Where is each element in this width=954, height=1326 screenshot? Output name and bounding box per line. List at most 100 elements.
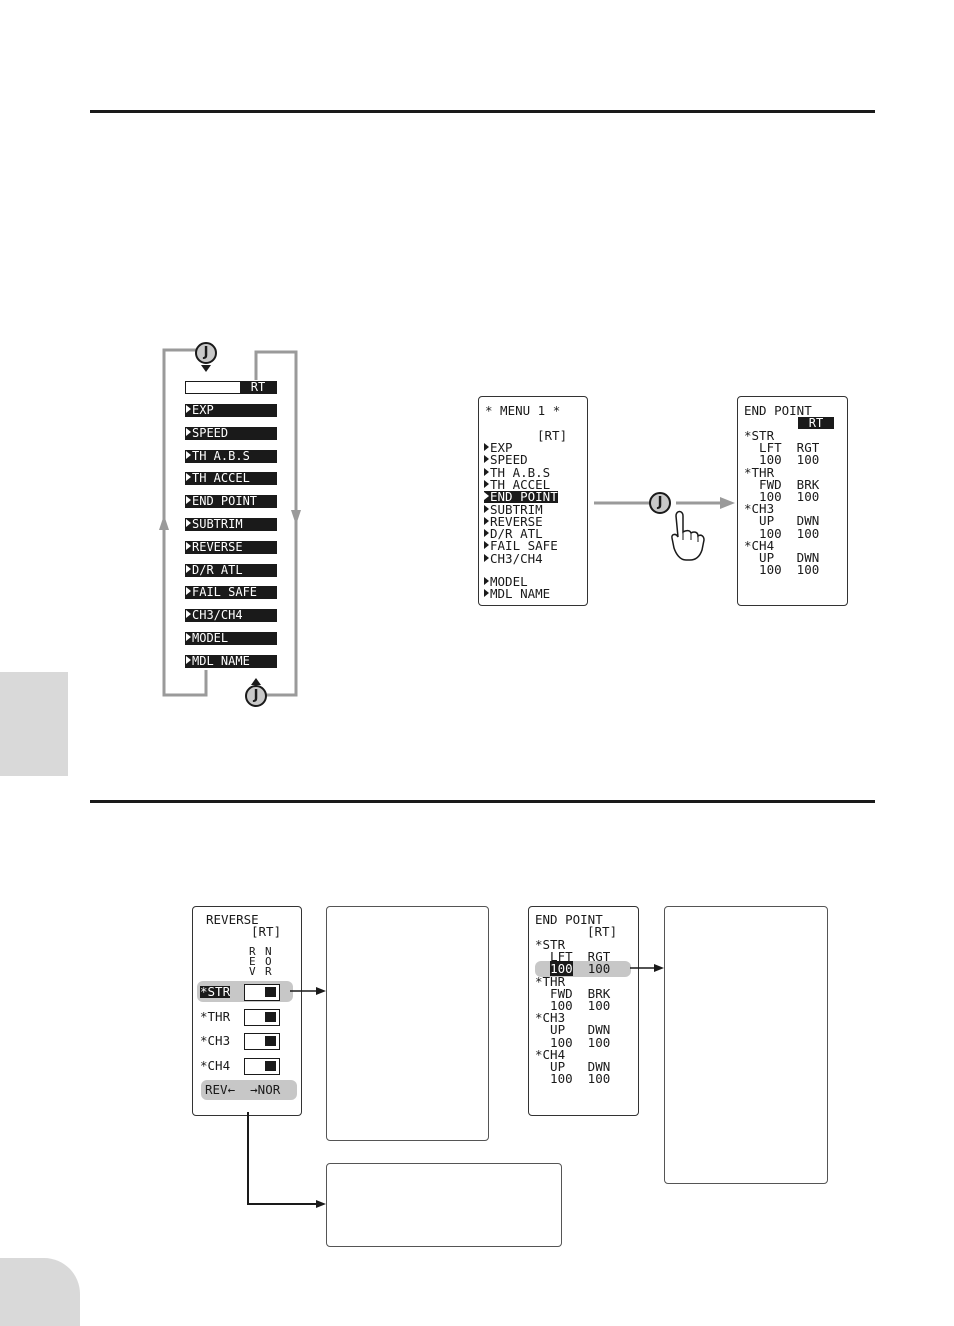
menu-strip-item: SUBTRIM (185, 518, 277, 531)
menu1-item-label: SPEED (490, 452, 528, 468)
reverse-footer: REV← →NOR (205, 1082, 281, 1097)
endpoint-value: 100 (572, 961, 611, 977)
menu-strip-item-label: REVERSE (192, 540, 243, 554)
arrow-icon (186, 655, 191, 664)
endpoint-bottom-line: *CH3 (535, 1010, 566, 1026)
menu1-title: * MENU 1 * (485, 403, 561, 418)
menu-strip-item-label: TH A.B.S (192, 449, 250, 463)
reverse-channel-label: *CH4 (200, 1057, 231, 1073)
endpoint-line: FWD BRK (744, 476, 820, 492)
menu-strip-item: MDL NAME (185, 654, 277, 668)
menu-strip-item: D/R ATL (185, 563, 277, 577)
menu1-item: EXP (484, 440, 513, 455)
jog-button-bottom-icon: J (245, 685, 267, 707)
menu-strip-item-label: D/R ATL (192, 563, 243, 577)
arrow-icon (186, 564, 191, 573)
endpoint-bottom-model: [RT] (587, 924, 618, 939)
endpoint-line: 100 100 (744, 525, 820, 541)
arrow-icon (186, 587, 191, 596)
endpoint-line: 100 100 (744, 489, 820, 504)
endpoint-line: UP DWN (744, 550, 820, 565)
arrow-icon (484, 529, 489, 538)
menu1-item-label: REVERSE (490, 513, 543, 529)
menu-strip-item-label: MDL NAME (192, 654, 250, 668)
menu-strip-header: RT (185, 381, 277, 394)
reverse-footer-note-box (326, 1163, 562, 1247)
arrow-icon (186, 541, 191, 550)
endpoint-line: *THR (744, 464, 775, 480)
reverse-callout-arrows (247, 987, 326, 1208)
endpoint-note-box (664, 906, 828, 1184)
menu-strip-item-label: SPEED (192, 426, 229, 440)
switch-knob (265, 1011, 276, 1022)
menu1-item-label: FAIL SAFE (490, 538, 558, 554)
arrow-icon (186, 610, 191, 619)
menu-strip-item-label: END POINT (192, 495, 258, 509)
menu-strip-model: RT (240, 381, 276, 394)
arrow-icon (484, 479, 489, 488)
reverse-screen: REVERSE [RT] R E V N O R *STR*THR*CH3*CH… (192, 906, 302, 1116)
endpoint-bottom-line: 100 100 (535, 1034, 611, 1050)
endpoint-bottom-line: *CH4 (535, 1046, 566, 1062)
menu1-item: CH3/CH4 (484, 552, 543, 565)
reverse-channel-label: *THR (200, 1008, 231, 1024)
menu1-item-label: MDL NAME (490, 586, 551, 602)
hand-press-icon (672, 512, 702, 562)
arrow-icon (186, 473, 191, 482)
menu1-item: END POINT (484, 489, 558, 505)
endpoint-bottom-line: FWD BRK (535, 985, 611, 1001)
menu1-item: MDL NAME (484, 588, 550, 600)
menu-strip-item-label: EXP (192, 404, 214, 417)
arrow-icon (484, 467, 489, 476)
reverse-channel-label: *STR (200, 984, 231, 999)
menu1-item-label: END POINT (490, 489, 558, 505)
section-rule-top (90, 110, 875, 113)
reverse-switch[interactable] (244, 1057, 280, 1075)
page-corner-tab (0, 1258, 80, 1326)
menu-strip-item-label: FAIL SAFE (192, 586, 258, 600)
col-nor: N O R (265, 945, 272, 978)
menu-strip-item: CH3/CH4 (185, 609, 277, 623)
arrow-icon (484, 455, 489, 464)
endpoint-bottom-line: 100 100 (535, 998, 611, 1013)
menu1-item: SPEED (484, 454, 528, 466)
endpoint-bottom-line: 100 100 (535, 961, 611, 977)
switch-knob (265, 1060, 276, 1071)
endpoint-bottom-line: 100 100 (535, 1071, 611, 1087)
menu1-item: FAIL SAFE (484, 540, 558, 552)
jog-button-top-icon: J (195, 342, 217, 364)
menu1-item-label: D/R ATL (490, 526, 543, 542)
endpoint-screen-bottom: END POINT [RT] *STR LFT RGT 100 100*THR … (528, 906, 639, 1116)
switch-knob (265, 1036, 276, 1046)
arrow-icon (484, 492, 489, 501)
endpoint-line: *CH4 (744, 537, 775, 553)
endpoint-line: 100 100 (744, 562, 820, 578)
menu-strip-item: EXP (185, 404, 277, 417)
arrow-icon (484, 443, 489, 451)
menu-strip-item: TH A.B.S (185, 449, 277, 463)
endpoint-line: UP DWN (744, 513, 820, 529)
menu1-item: TH ACCEL (484, 478, 550, 491)
menu1-item-label: EXP (490, 440, 513, 455)
arrow-icon (186, 427, 191, 436)
endpoint-model: RT (798, 417, 834, 429)
arrow-icon (186, 405, 191, 413)
reverse-switch[interactable] (244, 1033, 280, 1050)
menu1-item-label: TH A.B.S (490, 464, 551, 480)
arrow-icon (484, 504, 489, 513)
menu-strip-item-label: CH3/CH4 (192, 609, 243, 623)
reverse-model: [RT] (251, 924, 282, 939)
endpoint-bottom-line: UP DWN (535, 1059, 611, 1074)
arrow-icon (484, 516, 489, 525)
endpoint-bottom-line: *THR (535, 973, 566, 989)
reverse-switch[interactable] (244, 984, 280, 1001)
arrow-icon (186, 496, 191, 505)
reverse-switch[interactable] (244, 1008, 280, 1026)
menu1-item: MODEL (484, 575, 528, 588)
reverse-title: REVERSE (206, 912, 259, 927)
endpoint-title: END POINT (744, 403, 812, 418)
menu1-item: REVERSE (484, 513, 543, 529)
endpoint-callout-arrow (630, 964, 664, 972)
menu-strip-item: FAIL SAFE (185, 586, 277, 600)
endpoint-bottom-line: LFT RGT (535, 949, 611, 965)
